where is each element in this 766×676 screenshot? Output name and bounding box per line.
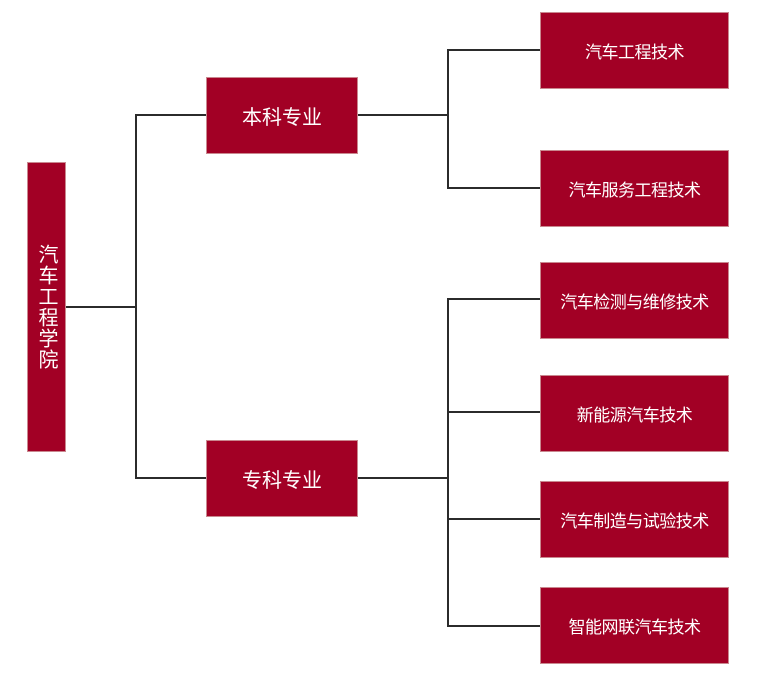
connector-branch-2-spine: [447, 299, 449, 627]
leaf-node: 汽车检测与维修技术: [540, 262, 729, 339]
branch-node-label: 本科专业: [242, 105, 322, 129]
leaf-node-label: 新能源汽车技术: [576, 406, 693, 426]
leaf-node: 汽车工程技术: [540, 12, 729, 89]
connector-to-branch-2: [135, 477, 206, 479]
branch-node-undergraduate: 本科专业: [206, 77, 358, 154]
branch-node-label: 专科专业: [242, 468, 322, 492]
leaf-node-label: 汽车制造与试验技术: [560, 512, 709, 532]
connector-leaf-2-1: [447, 298, 540, 300]
branch-node-junior-college: 专科专业: [206, 440, 358, 517]
root-node: 汽车工程学院: [27, 162, 66, 452]
connector-branch-2-out: [358, 477, 449, 479]
leaf-node-label: 汽车工程技术: [585, 43, 685, 63]
leaf-node-label: 汽车检测与维修技术: [560, 293, 709, 313]
connector-root: [66, 306, 137, 308]
leaf-node: 汽车制造与试验技术: [540, 481, 729, 558]
leaf-node: 汽车服务工程技术: [540, 150, 729, 227]
connector-leaf-1-2: [447, 187, 540, 189]
leaf-node: 智能网联汽车技术: [540, 587, 729, 664]
connector-to-branch-1: [135, 114, 206, 116]
connector-leaf-2-4: [447, 625, 540, 627]
leaf-node-label: 智能网联汽车技术: [568, 618, 702, 638]
leaf-node: 新能源汽车技术: [540, 375, 729, 452]
root-node-label: 汽车工程学院: [35, 244, 59, 370]
connector-leaf-1-1: [447, 49, 540, 51]
leaf-node-label: 汽车服务工程技术: [568, 181, 702, 201]
connector-branch-1-spine: [447, 50, 449, 189]
connector-leaf-2-2: [447, 411, 540, 413]
connector-root-spine: [135, 115, 137, 479]
connector-leaf-2-3: [447, 518, 540, 520]
connector-branch-1-out: [358, 114, 449, 116]
